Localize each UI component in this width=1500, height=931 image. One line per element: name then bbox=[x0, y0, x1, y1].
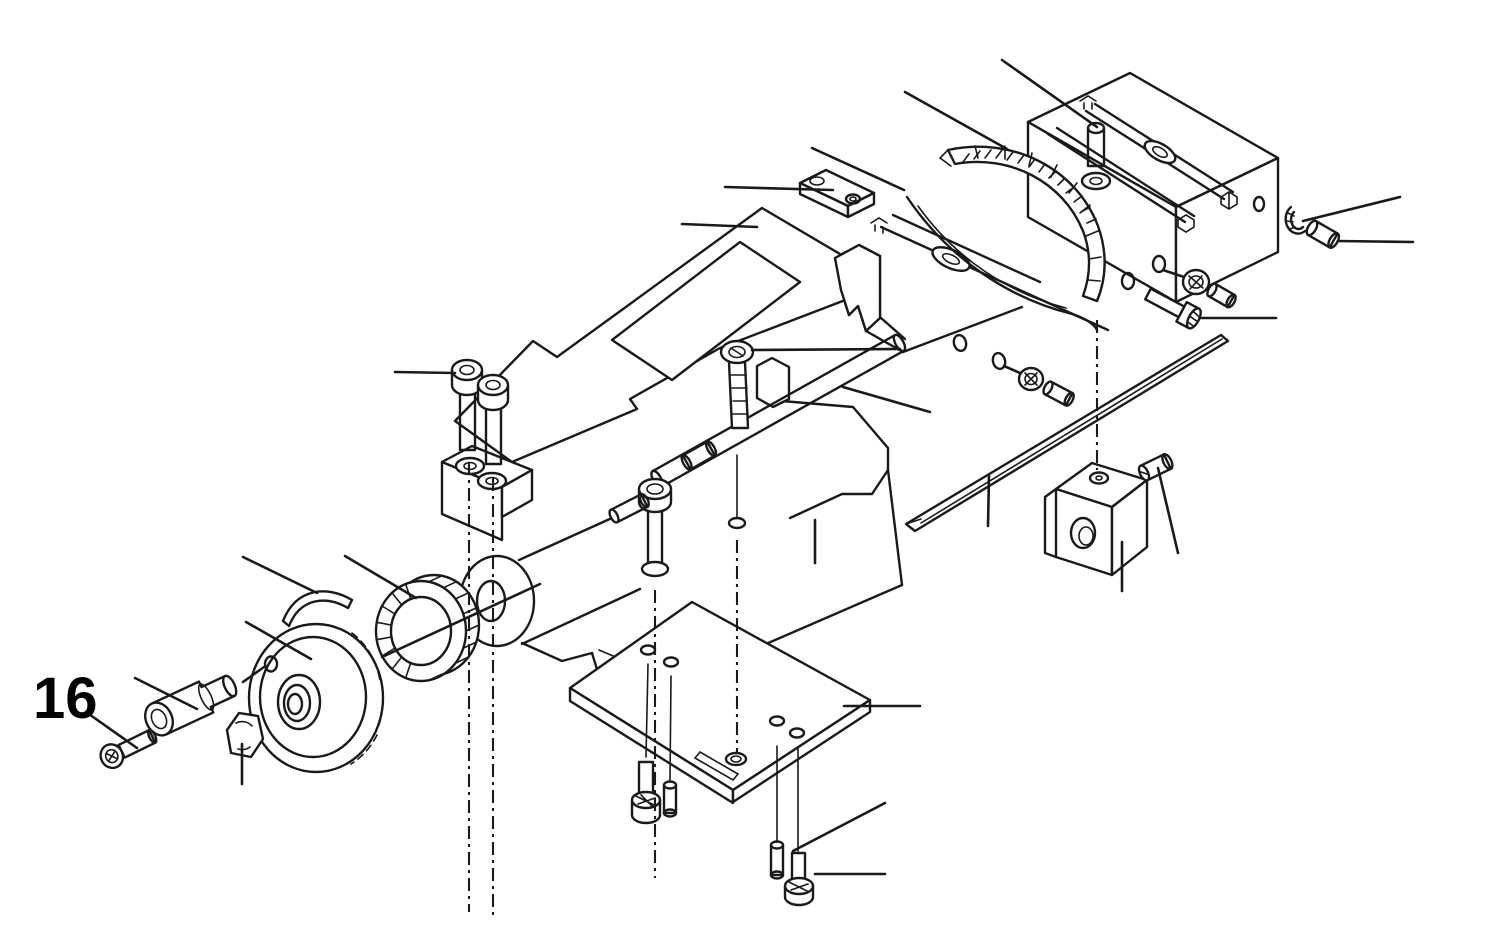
vertical-cap-screw bbox=[637, 477, 673, 578]
centerlines bbox=[467, 320, 1099, 915]
cap-screw-left-2 bbox=[476, 373, 510, 466]
nut-block bbox=[1043, 461, 1149, 577]
leadscrew-bracket bbox=[755, 356, 791, 409]
spring-screw bbox=[1143, 287, 1202, 330]
swivel-disc-edge bbox=[905, 195, 1099, 332]
set-screw bbox=[1042, 380, 1075, 407]
t-slot-stud bbox=[1080, 121, 1112, 191]
bottom-plate bbox=[568, 600, 872, 805]
end-hole bbox=[1252, 195, 1266, 213]
cover-plate-window bbox=[610, 240, 802, 382]
retaining-ring bbox=[281, 590, 354, 628]
top-slide-table bbox=[1026, 71, 1280, 304]
clamp-plate bbox=[798, 168, 876, 219]
t-slot bbox=[1079, 95, 1238, 210]
t-slot bbox=[1046, 126, 1196, 233]
cover-plate bbox=[453, 206, 876, 464]
leader-lines bbox=[84, 58, 1415, 876]
adjusting-screw-group bbox=[1143, 268, 1237, 330]
gib-strip bbox=[904, 333, 1230, 533]
gib-screw-hole bbox=[1120, 271, 1136, 291]
hex-nut bbox=[225, 711, 265, 759]
lock-washer bbox=[1284, 205, 1307, 235]
socket-head-screw-16 bbox=[99, 728, 158, 770]
milled-slot bbox=[693, 750, 740, 782]
set-screw-body bbox=[608, 492, 650, 524]
stud-washer bbox=[1080, 171, 1112, 191]
spring-screw-d bbox=[783, 851, 815, 907]
handle-sleeve bbox=[144, 674, 238, 737]
assembly-lines bbox=[645, 454, 799, 852]
swivel-protractor bbox=[905, 145, 1106, 332]
set-screw-b bbox=[662, 780, 678, 818]
gib-screw-hole bbox=[1151, 254, 1167, 274]
scale-hatching bbox=[962, 149, 1097, 224]
spring-screw-a bbox=[630, 760, 662, 825]
cap-screw-left-1 bbox=[450, 358, 484, 452]
handwheel bbox=[247, 622, 385, 774]
saddle-end-face bbox=[833, 243, 882, 333]
cap-screw-center bbox=[719, 339, 755, 430]
knurled-dial bbox=[374, 573, 481, 683]
set-screw bbox=[1305, 219, 1341, 249]
leadscrew-nut-bore bbox=[1069, 516, 1097, 550]
crank-handle-hole bbox=[263, 655, 279, 673]
dowel-pin bbox=[1137, 453, 1174, 482]
part-number-label: 16 bbox=[33, 666, 98, 731]
